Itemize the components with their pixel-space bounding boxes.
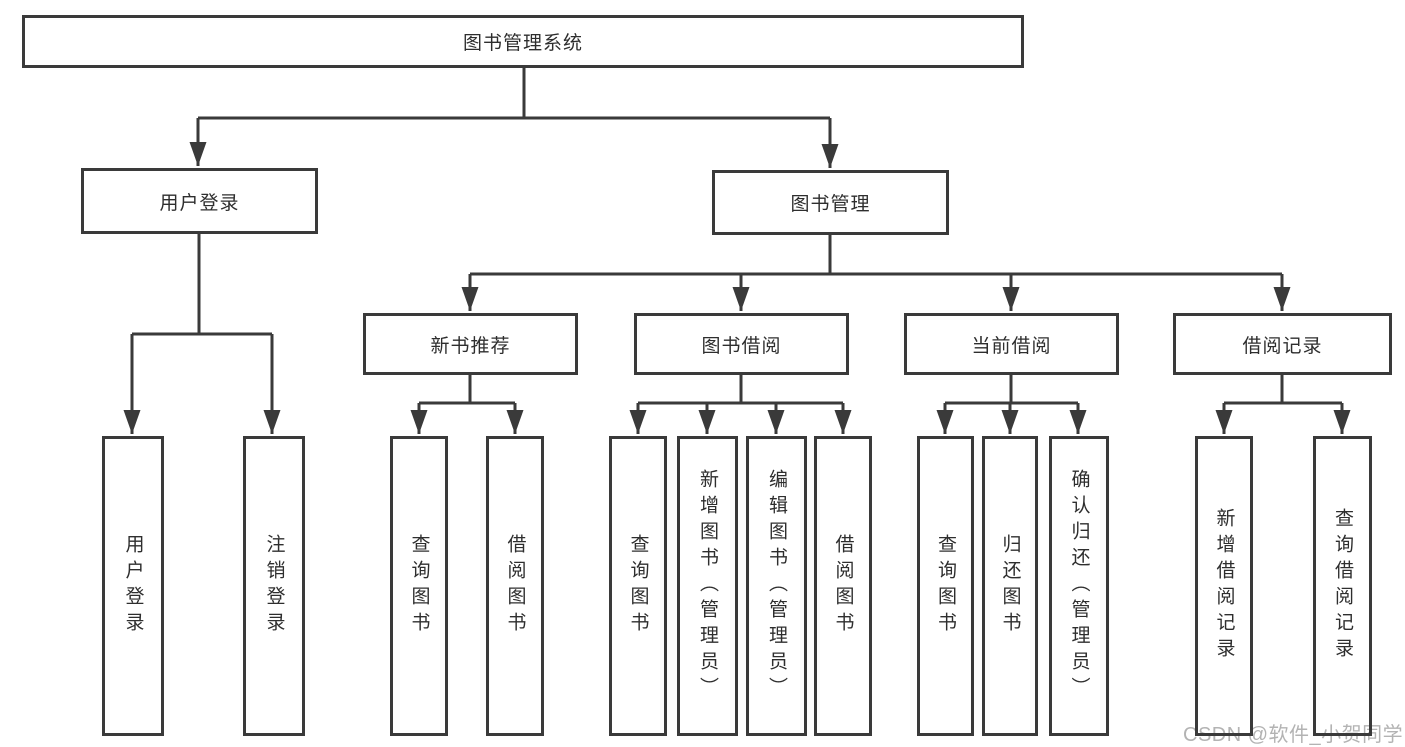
node-borrow-records: 借阅记录: [1173, 313, 1392, 375]
leaf-confirm-return-admin: 确认归还（管理员）: [1049, 436, 1109, 736]
leaf-query-borrow-record: 查询借阅记录: [1313, 436, 1372, 736]
node-book-borrowing: 图书借阅: [634, 313, 849, 375]
leaf-user-login: 用户登录: [102, 436, 164, 736]
leaf-add-book-admin: 新增图书（管理员）: [677, 436, 738, 736]
leaf-query-book-3: 查询图书: [917, 436, 974, 736]
leaf-borrow-book-1: 借阅图书: [486, 436, 544, 736]
node-new-book-recommend: 新书推荐: [363, 313, 578, 375]
leaf-add-borrow-record: 新增借阅记录: [1195, 436, 1253, 736]
node-user-login: 用户登录: [81, 168, 318, 234]
leaf-edit-book-admin: 编辑图书（管理员）: [746, 436, 807, 736]
leaf-query-book-2: 查询图书: [609, 436, 667, 736]
csdn-watermark: CSDN @软件_小贺同学: [1183, 724, 1404, 746]
leaf-query-book-1: 查询图书: [390, 436, 448, 736]
leaf-return-book: 归还图书: [982, 436, 1038, 736]
node-current-borrowing: 当前借阅: [904, 313, 1119, 375]
node-book-management: 图书管理: [712, 170, 949, 235]
node-root-library-system: 图书管理系统: [22, 15, 1024, 68]
leaf-borrow-book-2: 借阅图书: [814, 436, 872, 736]
leaf-logout: 注销登录: [243, 436, 305, 736]
